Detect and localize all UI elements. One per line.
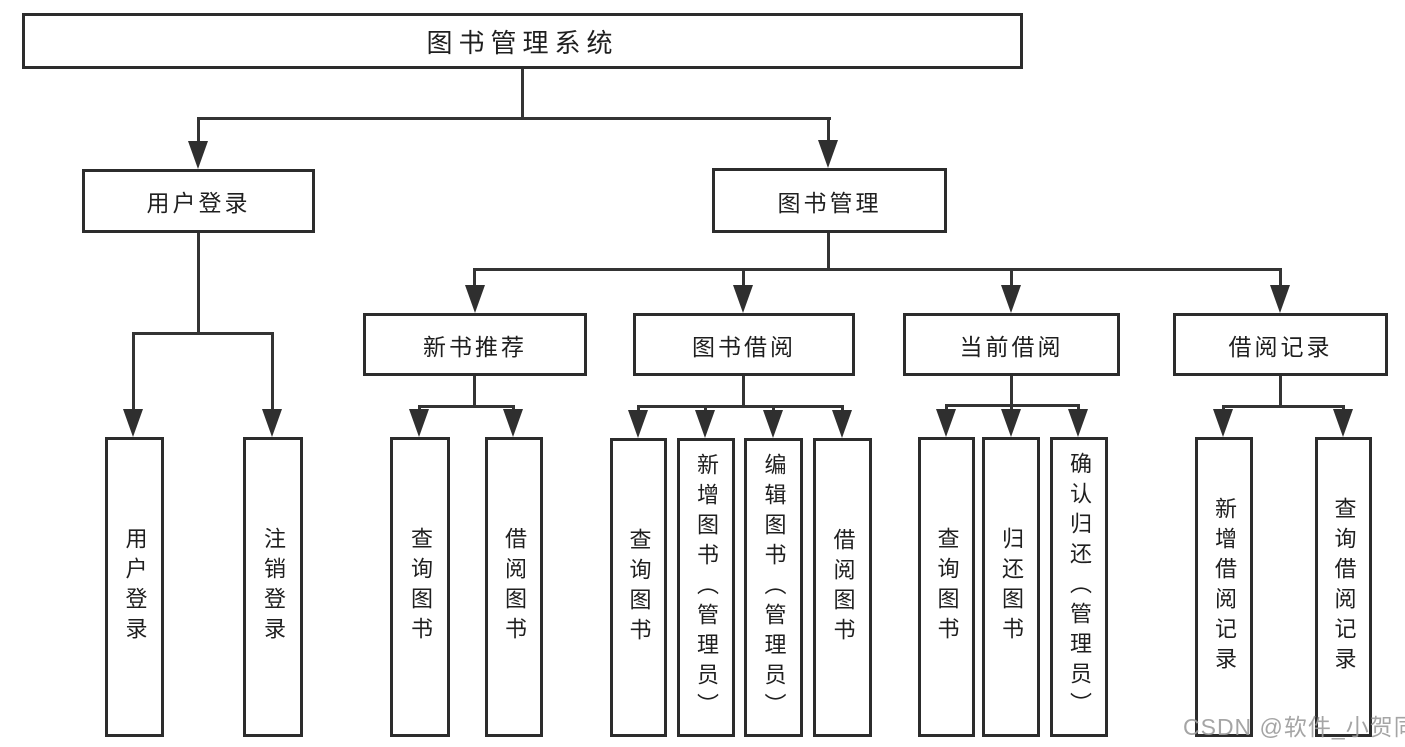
leaf-borrow-book: 借阅图书 [813, 438, 872, 737]
connector-line [1077, 404, 1080, 412]
connector-line [197, 232, 200, 334]
connector-line [1279, 268, 1282, 288]
arrowhead-down-icon [763, 410, 783, 438]
leaf-add-book-admin: 新增图书（管理员） [677, 438, 735, 737]
arrowhead-down-icon [409, 409, 429, 437]
connector-line [133, 332, 274, 335]
connector-line [197, 117, 831, 120]
leaf-borrow-book-recommend: 借阅图书 [485, 437, 543, 737]
leaf-return-book: 归还图书 [982, 437, 1040, 737]
leaf-confirm-return-admin: 确认归还（管理员） [1050, 437, 1108, 737]
arrowhead-down-icon [936, 409, 956, 437]
arrowhead-down-icon [1068, 409, 1088, 437]
connector-line [473, 268, 476, 288]
connector-line [271, 332, 274, 412]
arrowhead-down-icon [818, 140, 838, 168]
leaf-logout: 注销登录 [243, 437, 303, 737]
node-new-book-recommend: 新书推荐 [363, 313, 587, 376]
connector-line [945, 404, 948, 412]
connector-line [473, 268, 1281, 271]
node-book-management: 图书管理 [712, 168, 947, 233]
arrowhead-down-icon [1333, 409, 1353, 437]
arrowhead-down-icon [262, 409, 282, 437]
node-user-login: 用户登录 [82, 169, 315, 233]
connector-line [132, 332, 135, 412]
arrowhead-down-icon [628, 410, 648, 438]
connector-line [521, 68, 524, 118]
connector-line [704, 405, 707, 413]
connector-line [772, 405, 775, 413]
connector-line [1279, 376, 1282, 407]
leaf-query-book-current: 查询图书 [918, 437, 975, 737]
connector-line [197, 117, 200, 145]
connector-line [637, 405, 844, 408]
node-root: 图书管理系统 [22, 13, 1023, 69]
node-borrow-record: 借阅记录 [1173, 313, 1388, 376]
arrowhead-down-icon [1270, 285, 1290, 313]
watermark-text: CSDN @软件_小贺同学 [1183, 714, 1405, 740]
arrowhead-down-icon [1001, 285, 1021, 313]
connector-line [1010, 268, 1013, 288]
arrowhead-down-icon [695, 410, 715, 438]
node-current-borrow: 当前借阅 [903, 313, 1120, 376]
connector-line [1010, 404, 1013, 412]
connector-line [1222, 405, 1344, 408]
arrowhead-down-icon [832, 410, 852, 438]
leaf-query-book-recommend: 查询图书 [390, 437, 450, 737]
arrowhead-down-icon [1001, 409, 1021, 437]
leaf-query-borrow-record: 查询借阅记录 [1315, 437, 1372, 737]
arrowhead-down-icon [188, 141, 208, 169]
connector-line [473, 376, 476, 407]
arrowhead-down-icon [1213, 409, 1233, 437]
connector-line [1010, 376, 1013, 406]
leaf-user-login: 用户登录 [105, 437, 164, 737]
arrowhead-down-icon [123, 409, 143, 437]
leaf-edit-book-admin: 编辑图书（管理员） [744, 438, 803, 737]
arrowhead-down-icon [733, 285, 753, 313]
connector-line [418, 405, 515, 408]
connector-line [841, 405, 844, 413]
leaf-add-borrow-record: 新增借阅记录 [1195, 437, 1253, 737]
connector-line [827, 232, 830, 270]
connector-line [742, 268, 745, 288]
arrowhead-down-icon [465, 285, 485, 313]
connector-line [827, 117, 830, 145]
connector-line [742, 376, 745, 407]
node-book-borrow: 图书借阅 [633, 313, 855, 376]
leaf-query-book-borrow: 查询图书 [610, 438, 667, 737]
arrowhead-down-icon [503, 409, 523, 437]
connector-line [637, 405, 640, 413]
